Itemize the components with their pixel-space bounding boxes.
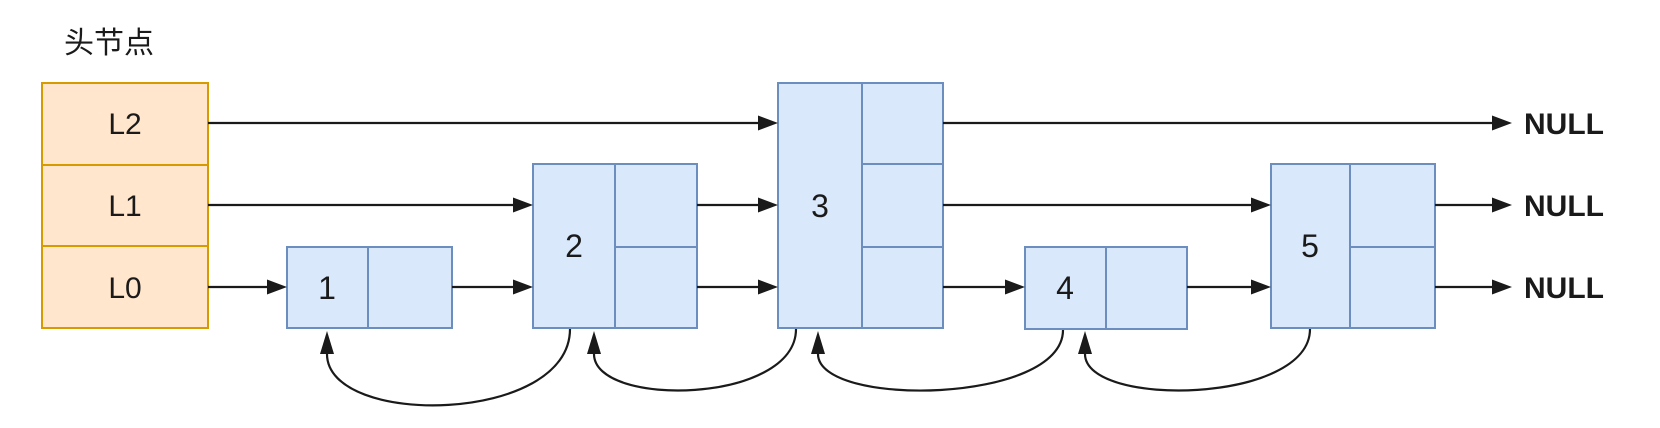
arrowhead-node5-l0	[1251, 279, 1271, 295]
backward-arrows	[320, 328, 1312, 407]
node-1: 1	[286, 246, 453, 329]
arrowhead-node4-l0	[1005, 279, 1025, 295]
arrowhead-null-l0	[1492, 279, 1512, 295]
node-1-pointer-cell-l0	[367, 246, 453, 329]
arrowhead-node5-l1	[1251, 197, 1271, 213]
back-arrowhead-node4	[1078, 331, 1092, 354]
null-label-l1: NULL	[1524, 190, 1604, 223]
back-arrowhead-node3	[811, 331, 825, 354]
arrowhead-null-l1	[1492, 197, 1512, 213]
node-3-pointer-cell-l2	[861, 82, 944, 165]
arrowhead-node2-l0	[513, 279, 533, 295]
arrowhead-node3-l1	[758, 197, 778, 213]
node-5-value-cell	[1270, 163, 1351, 329]
node-4: 4	[1024, 246, 1188, 330]
node-3-pointer-cell-l0	[861, 246, 944, 329]
arrowhead-null-l2	[1492, 115, 1512, 131]
back-arrowhead-node1	[320, 331, 334, 354]
back-arrowhead-node2	[587, 331, 601, 354]
back-arrow-node3-to-node2	[592, 328, 798, 392]
arrowhead-node1-l0	[267, 279, 287, 295]
back-arrow-node5-to-node4	[1083, 328, 1312, 392]
node-5: 5	[1270, 163, 1436, 329]
l0-forward-arrows	[208, 279, 1512, 295]
back-arrow-node4-to-node3	[816, 329, 1065, 392]
head-cell-l1	[41, 164, 209, 247]
node-2-pointer-cell-l1	[614, 163, 698, 248]
node-2: 2	[532, 163, 698, 329]
null-label-l0: NULL	[1524, 272, 1604, 305]
node-2-pointer-cell-l0	[614, 246, 698, 329]
head-level-l1-label: L1	[108, 190, 141, 223]
node-3: 3	[777, 82, 944, 329]
node-5-pointer-cell-l1	[1349, 163, 1436, 248]
l2-forward-arrows	[208, 115, 1512, 131]
node-5-pointer-cell-l0	[1349, 246, 1436, 329]
head-level-l0-label: L0	[108, 272, 141, 305]
back-arrow-node2-to-node1	[325, 328, 572, 407]
arrowhead-node2-l1	[513, 197, 533, 213]
head-cell-l0	[41, 245, 209, 329]
node-4-pointer-cell-l0	[1105, 246, 1188, 330]
node-2-value-cell	[532, 163, 616, 329]
node-4-value: 4	[1056, 270, 1074, 306]
head-node-title: 头节点	[64, 27, 154, 60]
node-2-value: 2	[565, 228, 583, 264]
node-1-value: 1	[318, 270, 336, 306]
node-3-value-cell	[777, 82, 863, 329]
null-label-l2: NULL	[1524, 108, 1604, 141]
head-cell-l2	[41, 82, 209, 166]
head-node-box: L2 L1 L0	[41, 82, 209, 329]
node-5-value: 5	[1301, 228, 1319, 264]
node-3-value: 3	[811, 188, 829, 224]
arrowhead-node3-l0	[758, 279, 778, 295]
node-3-pointer-cell-l1	[861, 163, 944, 248]
node-4-value-cell	[1024, 246, 1107, 330]
l1-forward-arrows	[208, 197, 1512, 213]
arrowhead-node3-l2	[758, 115, 778, 131]
head-level-l2-label: L2	[108, 108, 141, 141]
